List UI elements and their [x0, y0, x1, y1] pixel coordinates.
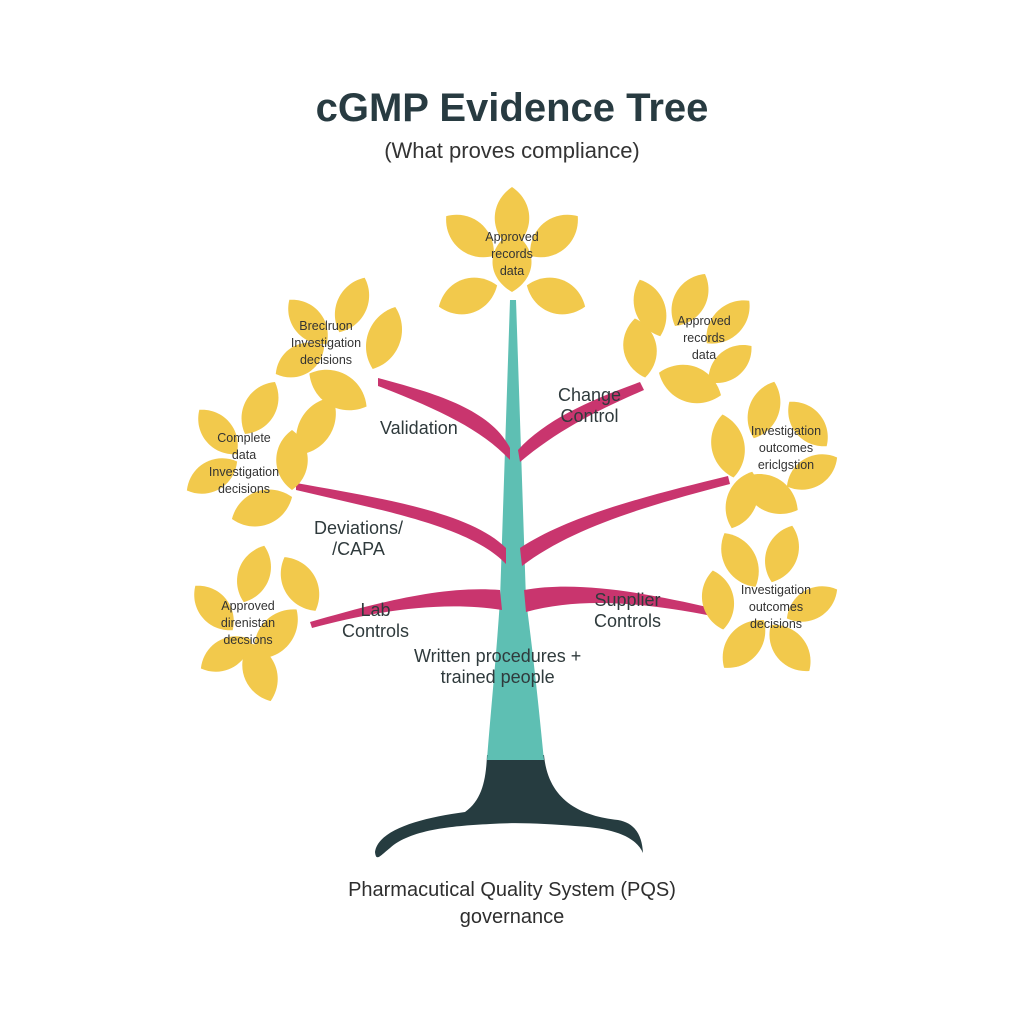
leaf-upper-right-5: [658, 364, 722, 404]
leaf-upper-right-2: [671, 274, 709, 326]
trunk-label: Written procedures + trained people: [414, 646, 582, 687]
diagram-title: cGMP Evidence Tree: [315, 86, 709, 130]
leaf-lower-left-4: [254, 609, 298, 659]
leaf-label-lower-right: Investigation outcomes decisions: [740, 583, 812, 631]
branch-label-supplier-controls: Supplier Controls: [594, 590, 662, 631]
leaf-upper-right-4: [623, 318, 657, 378]
leaf-lower-right-4: [786, 586, 838, 622]
leaf-mid-left-1: [241, 382, 279, 434]
root-label: Pharmacutical Quality System (PQS) gover…: [348, 879, 676, 928]
leaf-mid-right-6: [725, 471, 759, 529]
branch-deviations-left: [296, 483, 506, 564]
tree-root: [375, 755, 643, 858]
leaf-mid-right-4: [786, 454, 838, 490]
leaf-mid-left-4: [231, 489, 293, 527]
leaf-upper-right-6: [708, 344, 752, 384]
branch-label-validation: Validation: [380, 418, 458, 438]
leaf-upper-right-1: [633, 279, 667, 337]
diagram-subtitle: (What proves compliance): [384, 138, 640, 163]
leaf-upper-left-1: [334, 277, 370, 333]
leaf-top-1: [494, 187, 530, 249]
leaf-label-mid-left: Complete data Investigation decisions: [208, 431, 280, 496]
leaf-lower-left-1: [237, 545, 271, 603]
branch-validation: [378, 378, 510, 460]
leaf-lower-left-3: [194, 585, 234, 631]
branch-label-change-control: Change Control: [558, 385, 622, 426]
leaf-mid-right-3: [711, 414, 745, 478]
leaf-mid-right-2: [788, 401, 828, 447]
leaf-label-lower-left: Approved direnistan decsions: [220, 599, 276, 647]
leaf-label-upper-right: Approved records data: [677, 314, 731, 362]
tree-trunk: [487, 300, 544, 760]
leaf-upper-left-6: [296, 397, 336, 455]
leaf-lower-right-5: [722, 620, 766, 668]
branch-change-control: [518, 382, 644, 462]
leaf-lower-right-6: [769, 625, 811, 671]
leaf-upper-right-3: [706, 300, 750, 344]
leaf-mid-left-2: [198, 409, 238, 455]
leaf-mid-right-1: [747, 381, 781, 439]
leaves-layer: [186, 187, 838, 702]
leaf-top-5: [526, 277, 586, 315]
leaf-lower-left-2: [280, 557, 320, 611]
branch-deviations-right: [520, 476, 730, 566]
leaf-top-2: [446, 214, 494, 258]
leaf-mid-left-5: [276, 430, 308, 490]
branch-lab-controls: [310, 589, 502, 628]
branch-supplier-controls: [524, 586, 712, 616]
leaf-label-mid-right: Investigation outcomes ericlgstion: [750, 424, 822, 472]
leaf-lower-left-6: [242, 642, 278, 702]
leaf-top-6: [492, 232, 532, 292]
branch-label-deviations-capa: Deviations/ /CAPA: [314, 518, 404, 559]
branch-label-lab-controls: Lab Controls: [342, 600, 410, 641]
leaf-lower-right-3: [701, 570, 735, 630]
leaf-upper-left-2: [288, 299, 328, 345]
leaf-upper-left-3: [365, 306, 403, 370]
leaf-lower-right-1: [721, 533, 759, 587]
leaf-top-4: [438, 277, 498, 315]
leaf-top-3: [530, 214, 578, 258]
leaf-label-upper-left: Breclruon Investigation decisions: [290, 319, 362, 367]
leaf-upper-left-4: [275, 342, 325, 378]
leaf-lower-right-2: [765, 525, 799, 583]
leaf-mid-left-3: [186, 458, 238, 494]
leaf-lower-left-5: [200, 636, 252, 672]
leaf-label-top: Approved records data: [485, 230, 539, 278]
